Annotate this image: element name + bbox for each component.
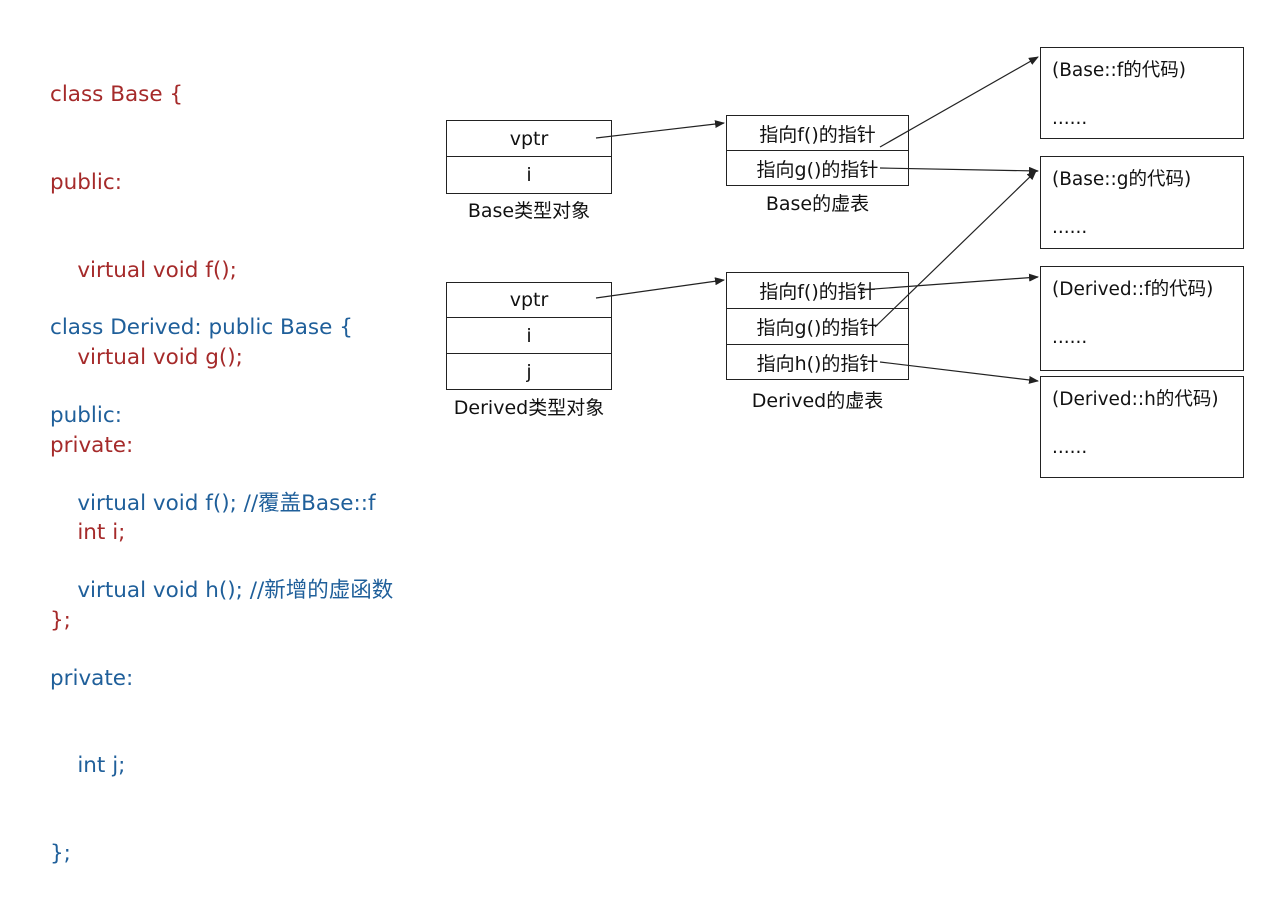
arrow-derived-g-to-base-g-code [874, 170, 1037, 328]
derived-object-vptr-cell: vptr [446, 282, 612, 318]
code-block-title: (Derived::f的代码) [1052, 279, 1214, 300]
base-vtable-g-cell: 指向g()的指针 [726, 150, 909, 186]
code-block-title: (Base::f的代码) [1052, 60, 1186, 81]
arrow-derived-h-to-code [879, 361, 1039, 384]
code-block-ellipsis: ...... [1052, 217, 1088, 238]
code-block-ellipsis: ...... [1052, 108, 1088, 129]
base-object-caption: Base类型对象 [467, 200, 591, 222]
code-block-derived-f: (Derived::f的代码) ...... [1040, 266, 1244, 371]
derived-vtable-h-cell: 指向h()的指针 [726, 344, 909, 380]
arrow-base-g-to-code [879, 166, 1039, 175]
derived-vtable-caption: Derived的虚表 [751, 390, 884, 412]
code-block-ellipsis: ...... [1052, 327, 1088, 348]
arrow-derived-f-to-code [859, 273, 1039, 291]
code-block-title: (Base::g的代码) [1052, 169, 1192, 190]
code-line: int j; [50, 753, 126, 779]
pointer-arrows [595, 56, 1039, 384]
code-line: class Base { [50, 82, 184, 108]
code-block-ellipsis: ...... [1052, 437, 1088, 458]
code-line: virtual void f(); //覆盖Base::f [50, 490, 376, 516]
code-block-base-g: (Base::g的代码) ...... [1040, 156, 1244, 249]
arrow-derived-vptr-to-vtable [595, 277, 725, 299]
code-block-base-f: (Base::f的代码) ...... [1040, 47, 1244, 139]
code-line: public: [50, 170, 122, 195]
derived-object-i-cell: i [446, 317, 612, 354]
derived-vtable-f-cell: 指向f()的指针 [726, 272, 909, 309]
code-block-title: (Derived::h的代码) [1052, 389, 1219, 410]
arrow-base-f-to-code [879, 56, 1039, 148]
base-object-i-cell: i [446, 156, 612, 194]
code-line: private: [50, 665, 134, 691]
code-block-derived-h: (Derived::h的代码) ...... [1040, 376, 1244, 478]
code-line: public: [50, 403, 122, 428]
code-line: class Derived: public Base { [50, 315, 353, 341]
derived-object-j-cell: j [446, 353, 612, 390]
derived-object-caption: Derived类型对象 [453, 397, 605, 419]
base-vtable-caption: Base的虚表 [765, 193, 870, 215]
code-line: virtual void g(); [50, 345, 243, 371]
code-line: private: [50, 432, 134, 458]
code-line: virtual void h(); //新增的虚函数 [50, 578, 394, 604]
code-line: }; [50, 840, 71, 866]
code-line: virtual void f(); [50, 257, 237, 283]
arrow-base-vptr-to-vtable [595, 120, 725, 139]
